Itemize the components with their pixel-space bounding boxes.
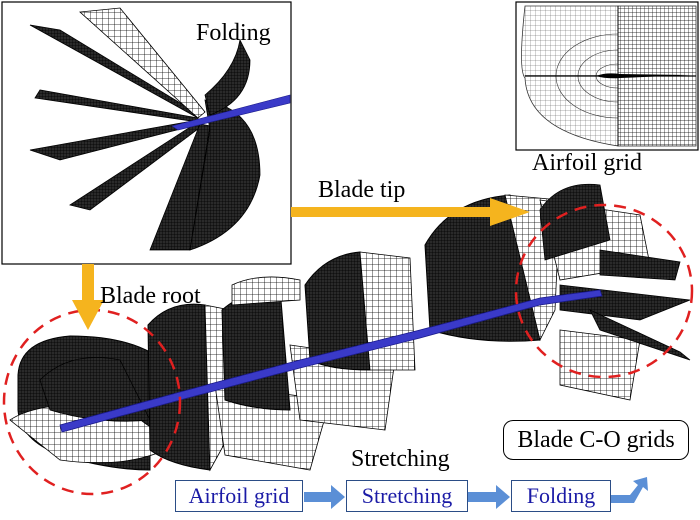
flow-step-stretching: Stretching	[346, 480, 468, 512]
blade-co-grids-box: Blade C-O grids	[503, 420, 689, 460]
flow-arrow-2	[468, 485, 510, 509]
airfoil-grid-title: Airfoil grid	[530, 150, 644, 176]
stretching-label: Stretching	[351, 446, 450, 472]
flow-arrow-1	[304, 485, 345, 509]
tip-highlight-circle	[514, 203, 694, 379]
blade-section-tip	[539, 183, 691, 401]
blade-root-label: Blade root	[100, 283, 201, 309]
folding-inset	[1, 1, 292, 265]
flow-arrow-3	[610, 477, 648, 503]
blade-root-arrow	[72, 264, 104, 330]
blade-tip-arrow	[291, 198, 530, 226]
blade-section-2	[147, 303, 331, 472]
flow-step-folding: Folding	[511, 480, 611, 512]
blade-tip-label: Blade tip	[318, 177, 406, 203]
flow-step-airfoil-grid: Airfoil grid	[175, 480, 303, 512]
folding-label: Folding	[196, 20, 271, 46]
airfoil-grid-inset	[515, 1, 699, 151]
blade-section-3	[221, 276, 396, 431]
stretched-blade-grid	[9, 183, 691, 472]
blade-section-root	[9, 335, 176, 471]
